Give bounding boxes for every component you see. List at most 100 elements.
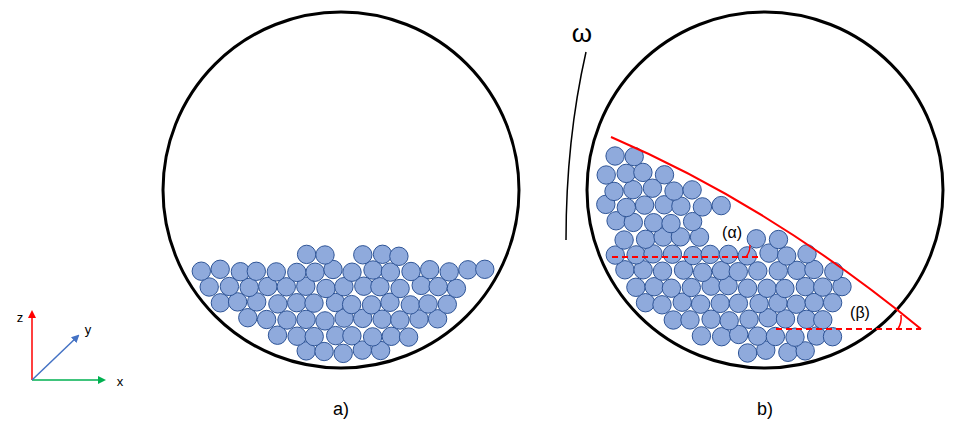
particle [447, 279, 465, 297]
particle [419, 295, 437, 313]
particle [440, 263, 458, 281]
particle [776, 279, 794, 297]
particle [362, 296, 380, 314]
particle [605, 182, 623, 200]
particle [305, 294, 323, 312]
figure-label: (α) [722, 224, 742, 242]
angle-arc [898, 315, 901, 329]
horizontal-reference [612, 256, 762, 258]
particle [662, 279, 680, 297]
figure-label: (β) [850, 304, 870, 322]
particle [681, 311, 699, 329]
figure-label: b) [757, 400, 773, 420]
particle [391, 279, 409, 297]
particle [719, 245, 737, 263]
particle [606, 147, 624, 165]
particle [615, 231, 633, 249]
particle [334, 344, 352, 362]
particle [192, 262, 210, 280]
particle [796, 277, 814, 295]
particle [438, 295, 456, 313]
particle [297, 310, 315, 328]
particle [691, 295, 709, 313]
particle [257, 310, 275, 328]
particle [401, 296, 419, 314]
particle [748, 327, 766, 345]
particle [317, 279, 335, 297]
particle [786, 328, 804, 346]
figure-label: x [117, 375, 124, 389]
particle [814, 278, 832, 296]
particle [778, 247, 796, 265]
figure-label: a) [333, 400, 349, 420]
drum-outline [163, 12, 519, 368]
particle [693, 198, 711, 216]
particle [663, 245, 681, 263]
particle [738, 279, 756, 297]
y-axis [32, 336, 78, 380]
figure-label: y [85, 323, 92, 337]
particle [758, 279, 776, 297]
particle [390, 247, 408, 265]
particle [211, 260, 229, 278]
particle [636, 230, 654, 248]
particle [635, 196, 653, 214]
drum-outline [587, 12, 943, 368]
particle [712, 196, 730, 214]
surface-line [611, 137, 921, 329]
particle [373, 245, 391, 263]
particle [683, 181, 701, 199]
particle [267, 263, 285, 281]
particle [399, 328, 417, 346]
particle [211, 294, 229, 312]
particle [306, 263, 324, 281]
particle [766, 327, 784, 345]
particle [421, 261, 439, 279]
particle [459, 261, 477, 279]
rotation-arrow [566, 52, 586, 240]
particle [476, 260, 494, 278]
particle [720, 312, 738, 330]
particle [729, 263, 747, 281]
particle [342, 295, 360, 313]
particle [627, 278, 645, 296]
figure-label: z [17, 311, 24, 325]
particle [278, 311, 296, 329]
figure-label: ω [572, 19, 592, 48]
particle [692, 327, 710, 345]
particle [701, 245, 719, 263]
particle [316, 246, 334, 264]
particle [597, 166, 615, 184]
particle [288, 263, 306, 281]
particle [823, 294, 841, 312]
x-axis [32, 379, 104, 381]
particle [343, 327, 361, 345]
particle [712, 261, 730, 279]
particle [769, 230, 787, 248]
particle [823, 328, 841, 346]
particle [693, 263, 711, 281]
particle [653, 262, 671, 280]
particle [402, 262, 420, 280]
particle [624, 181, 642, 199]
particle [682, 278, 700, 296]
particle [814, 311, 832, 329]
particle [664, 311, 682, 329]
particle [662, 214, 680, 232]
particle [382, 327, 400, 345]
particle [711, 294, 729, 312]
particle [738, 344, 756, 362]
angle-arc [746, 245, 750, 257]
particle [288, 327, 306, 345]
particle [354, 246, 372, 264]
particle [269, 295, 287, 313]
particle [617, 164, 635, 182]
particle-bed [192, 147, 851, 363]
particle [644, 214, 662, 232]
z-axis [31, 312, 33, 380]
particle [288, 294, 306, 312]
particle [684, 246, 702, 264]
particle [363, 328, 381, 346]
particle [247, 262, 265, 280]
